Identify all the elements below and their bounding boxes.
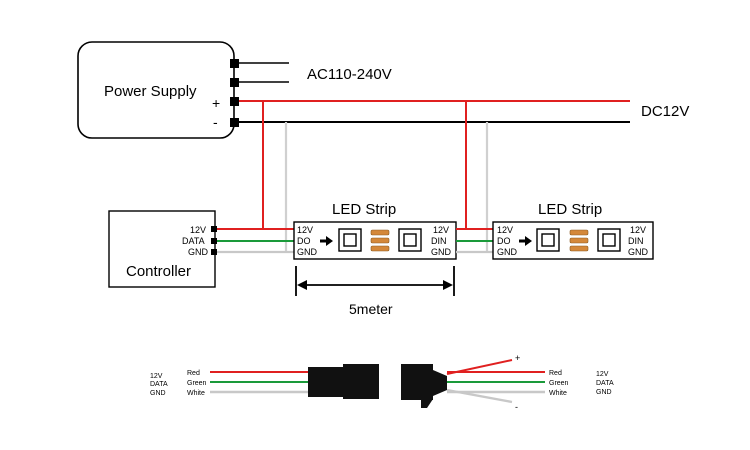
- conn-power-lead-red: [446, 359, 513, 375]
- conn-male-body: [308, 367, 344, 397]
- power-supply-label: Power Supply: [104, 83, 197, 100]
- controller: Controller 12V DATA GND: [108, 210, 217, 288]
- conn-male-head: [343, 364, 379, 399]
- conn-plus-label: +: [515, 353, 520, 363]
- terminal-ac1: [230, 59, 239, 68]
- strip2-pad-1: [569, 229, 589, 236]
- controller-wires: [217, 228, 296, 254]
- controller-box: [108, 210, 216, 288]
- ac-voltage-label: AC110-240V: [307, 66, 392, 83]
- conn-minus-label: -: [515, 402, 518, 412]
- dim-arrow-right-icon: [443, 280, 453, 290]
- conn-female-taper: [433, 370, 447, 396]
- strip2-right-12v: 12V: [630, 225, 646, 235]
- controller-pin-gnd: GND: [188, 247, 209, 257]
- strip2-arrow-icon: [525, 236, 532, 246]
- terminal-ac2: [230, 78, 239, 87]
- dim-arrow-left-icon: [297, 280, 307, 290]
- terminal-minus: [230, 118, 239, 127]
- conn-left-color-red: Red: [187, 370, 200, 377]
- conn-power-lead-white: [446, 388, 513, 404]
- strip2-led-chip-b-inner: [602, 233, 616, 247]
- length-dimension: 5meter: [295, 266, 455, 317]
- strip1-left-gnd: GND: [297, 247, 318, 257]
- connector-detail: 12V DATA GND Red Green White + - Red Gre…: [150, 353, 614, 412]
- strip1-pad-2: [370, 237, 390, 244]
- strip1-right-gnd: GND: [431, 247, 452, 257]
- strip2-led-chip-a-inner: [541, 233, 555, 247]
- conn-right-signal-12v: 12V: [596, 371, 609, 378]
- strip1-led-chip-b-inner: [403, 233, 417, 247]
- conn-left-color-green: Green: [187, 380, 207, 387]
- strip1-left-12v: 12V: [297, 225, 313, 235]
- strip2-right-gnd: GND: [628, 247, 649, 257]
- controller-pin-data: DATA: [182, 236, 205, 246]
- dc-voltage-label: DC12V: [641, 103, 689, 120]
- strip2-left-12v: 12V: [497, 225, 513, 235]
- strip1-pad-3: [370, 245, 390, 252]
- conn-left-signal-gnd: GND: [150, 390, 166, 397]
- strip2-pad-3: [569, 245, 589, 252]
- controller-terminal-12v: [211, 226, 217, 232]
- power-supply-plus-label: +: [212, 95, 220, 111]
- conn-right-color-green: Green: [549, 380, 569, 387]
- strip-link-wires: [456, 228, 495, 254]
- strip1-pad-1: [370, 229, 390, 236]
- controller-terminal-gnd: [211, 249, 217, 255]
- power-supply: Power Supply + - AC110-240V: [77, 41, 392, 139]
- led-strip-1: LED Strip 12V DO GND 12V DIN GND: [293, 201, 457, 260]
- led-strip-2: LED Strip 12V DO GND 12V DIN GND: [492, 201, 654, 260]
- conn-left-signal-data: DATA: [150, 381, 168, 388]
- conn-right-color-red: Red: [549, 370, 562, 377]
- conn-female-latch: [421, 399, 433, 408]
- conn-female-body: [401, 364, 433, 400]
- strip2-right-din: DIN: [628, 236, 644, 246]
- dc-bus: DC12V: [239, 100, 689, 253]
- strip2-left-gnd: GND: [497, 247, 518, 257]
- controller-terminal-data: [211, 238, 217, 244]
- strip1-title: LED Strip: [332, 201, 396, 218]
- conn-right-color-white: White: [549, 390, 567, 397]
- strip1-led-chip-a-inner: [343, 233, 357, 247]
- strip2-left-do: DO: [497, 236, 511, 246]
- power-supply-minus-label: -: [213, 114, 218, 130]
- strip1-right-din: DIN: [431, 236, 447, 246]
- strip1-left-do: DO: [297, 236, 311, 246]
- dim-label: 5meter: [349, 301, 393, 317]
- strip2-title: LED Strip: [538, 201, 602, 218]
- strip2-pad-2: [569, 237, 589, 244]
- conn-right-signal-data: DATA: [596, 380, 614, 387]
- strip1-right-12v: 12V: [433, 225, 449, 235]
- conn-left-color-white: White: [187, 390, 205, 397]
- strip1-arrow-icon: [326, 236, 333, 246]
- conn-right-signal-gnd: GND: [596, 389, 612, 396]
- controller-pin-12v: 12V: [190, 225, 206, 235]
- terminal-plus: [230, 97, 239, 106]
- power-supply-box: [77, 41, 235, 139]
- controller-label: Controller: [126, 263, 191, 280]
- conn-left-signal-12v: 12V: [150, 373, 163, 380]
